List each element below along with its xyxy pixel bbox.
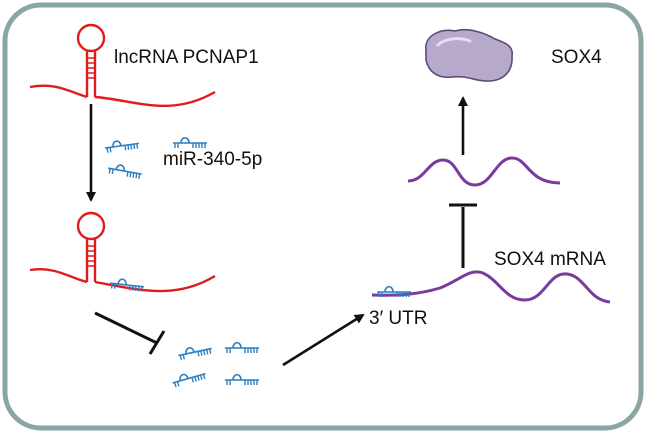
mirna-hairpin-icon	[172, 136, 208, 149]
mirna-hairpin-icon	[224, 341, 260, 354]
lncrna-label: lncRNA PCNAP1	[114, 47, 259, 68]
protein-label: SOX4	[551, 47, 602, 68]
arrow-to-utr	[282, 313, 365, 367]
sox4-mrna	[371, 270, 611, 304]
sox4-mrna-translating	[407, 156, 561, 187]
lncrna-structure-top	[29, 23, 216, 108]
inhibition-bar	[148, 330, 166, 355]
mirna-bound-lncrna	[108, 277, 146, 293]
mirna-hairpin-icon	[106, 162, 144, 180]
utr-label: 3′ UTR	[369, 308, 428, 329]
lncrna-structure-bottom	[29, 211, 216, 293]
outer-frame	[2, 2, 644, 431]
mirna-cluster	[170, 341, 260, 389]
mirna-hairpin-icon	[103, 137, 141, 154]
mrna-label: SOX4 mRNA	[494, 249, 606, 270]
mirna-hairpin-icon	[170, 367, 208, 389]
mirna-hairpin-icon	[224, 373, 260, 386]
protein-blob-icon	[425, 28, 513, 82]
mirna-hairpin-icon	[176, 342, 214, 362]
arrows	[86, 96, 477, 367]
mirna-label: miR-340-5p	[163, 149, 263, 170]
mirna-hairpin-icon	[108, 277, 146, 293]
inhibition-line	[94, 311, 158, 345]
